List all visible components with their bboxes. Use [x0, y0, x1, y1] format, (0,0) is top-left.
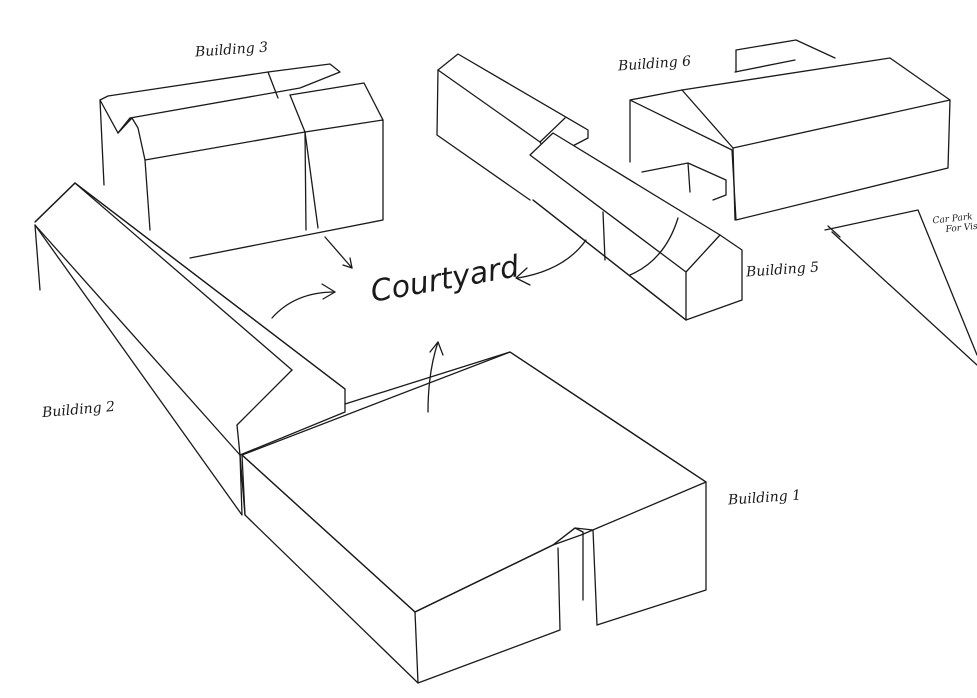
building-2-block: [34, 182, 346, 516]
arrow-from-building-2: [271, 283, 336, 319]
car-park-outline: [824, 209, 977, 366]
arrow-from-building-5: [515, 217, 679, 286]
arrow-from-building-1: [427, 341, 444, 413]
arrow-from-building-3: [324, 236, 353, 269]
building-5-block: [436, 53, 743, 321]
building-6-block: [629, 39, 951, 221]
building-1-block: [241, 351, 707, 684]
building-3-block: [99, 63, 384, 259]
